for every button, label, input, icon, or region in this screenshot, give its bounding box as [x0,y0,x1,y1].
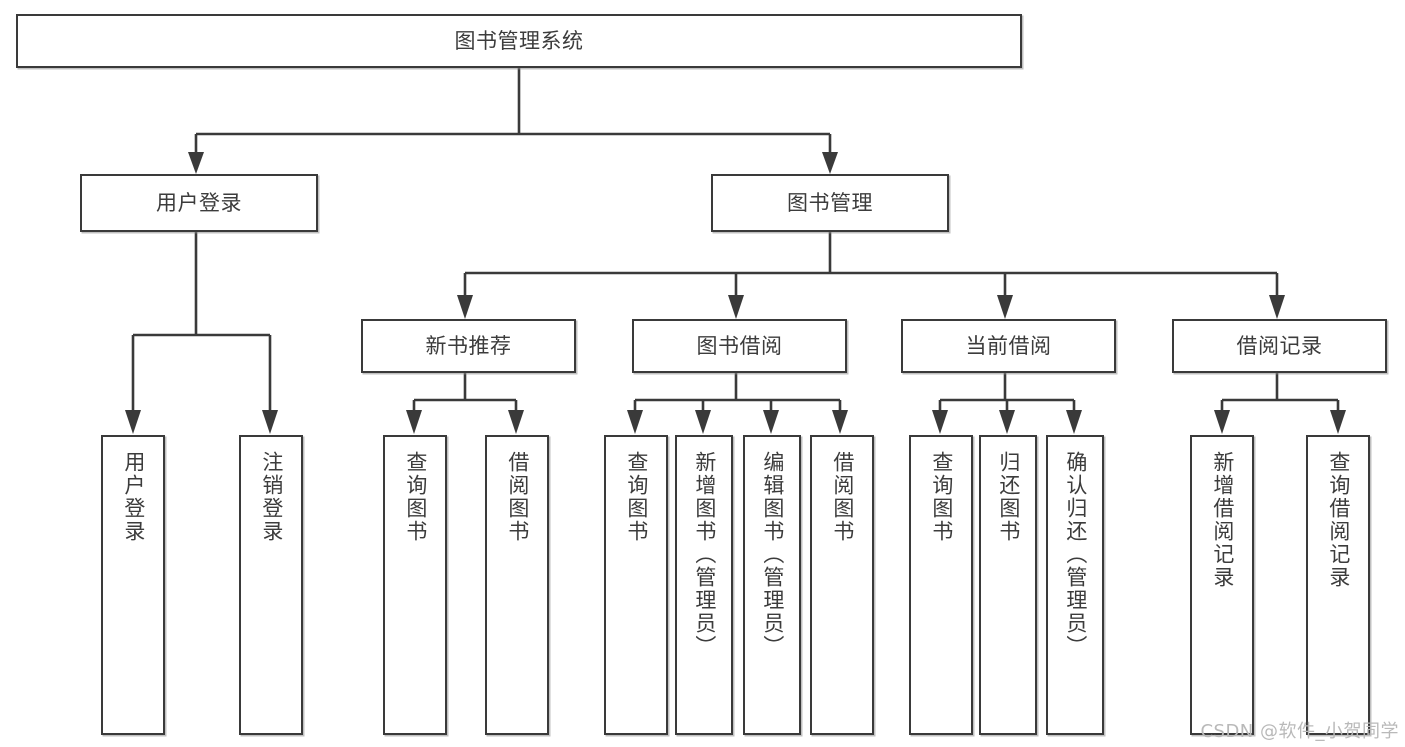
leaf-current-borrow-confirm[interactable]: 确认归还（管理员） [1046,435,1104,735]
leaf-borrow-record-add[interactable]: 新增借阅记录 [1190,435,1254,735]
arrow-bookborrow-child4 [832,410,848,434]
leaf-book-borrow-edit[interactable]: 编辑图书（管理员） [743,435,801,735]
arrow-borrowrecord-child2 [1330,410,1346,434]
arrow-bookmgmt-child4 [1269,295,1285,319]
leaf-user-login-login[interactable]: 用户登录 [101,435,165,735]
arrow-currentborrow-child1 [932,410,948,434]
leaf-label: 确认归还（管理员） [1063,451,1088,658]
arrow-bookmgmt-child1 [457,295,473,319]
arrow-newbook-child1 [406,410,422,434]
arrow-bookborrow-child1 [627,410,643,434]
arrow-borrowrecord-child1 [1214,410,1230,434]
leaf-label: 查询图书 [624,451,649,543]
leaf-user-login-logout[interactable]: 注销登录 [239,435,303,735]
leaf-new-book-query[interactable]: 查询图书 [383,435,447,735]
leaf-label: 归还图书 [996,451,1021,543]
arrow-userlogin-child2 [262,410,278,434]
leaf-current-borrow-return[interactable]: 归还图书 [979,435,1037,735]
leaf-label: 编辑图书（管理员） [760,451,785,658]
node-root[interactable]: 图书管理系统 [16,14,1022,68]
leaf-new-book-borrow[interactable]: 借阅图书 [485,435,549,735]
arrow-userlogin-child1 [125,410,141,434]
node-book-management-label: 图书管理 [787,190,873,215]
arrow-currentborrow-child3 [1066,410,1082,434]
node-current-borrow-label: 当前借阅 [965,333,1052,358]
node-root-label: 图书管理系统 [454,28,584,53]
leaf-book-borrow-borrow[interactable]: 借阅图书 [810,435,874,735]
node-borrow-record-label: 借阅记录 [1236,333,1323,358]
leaf-label: 新增借阅记录 [1210,451,1235,589]
node-user-login[interactable]: 用户登录 [80,174,318,232]
arrow-newbook-child2 [508,410,524,434]
leaf-current-borrow-query[interactable]: 查询图书 [909,435,973,735]
node-book-borrow[interactable]: 图书借阅 [632,319,847,373]
node-user-login-label: 用户登录 [156,190,242,215]
leaf-label: 用户登录 [121,451,146,543]
arrow-bookmgmt-child2 [728,295,744,319]
leaf-label: 借阅图书 [830,451,855,543]
arrow-root-to-userlogin [188,152,204,174]
node-borrow-record[interactable]: 借阅记录 [1172,319,1387,373]
arrow-bookborrow-child3 [763,410,779,434]
leaf-label: 查询图书 [403,451,428,543]
node-book-management[interactable]: 图书管理 [711,174,949,232]
leaf-label: 借阅图书 [505,451,530,543]
node-book-borrow-label: 图书借阅 [696,333,783,358]
leaf-book-borrow-add[interactable]: 新增图书（管理员） [675,435,733,735]
arrow-bookmgmt-child3 [997,295,1013,319]
arrow-currentborrow-child2 [999,410,1015,434]
leaf-label: 查询借阅记录 [1326,451,1351,589]
leaf-label: 查询图书 [929,451,954,543]
node-current-borrow[interactable]: 当前借阅 [901,319,1116,373]
arrow-root-to-bookmgmt [822,152,838,174]
arrow-bookborrow-child2 [695,410,711,434]
watermark: CSDN @软件_小贺同学 [1200,721,1399,742]
node-new-book-recommend[interactable]: 新书推荐 [361,319,576,373]
node-new-book-recommend-label: 新书推荐 [425,333,512,358]
leaf-label: 新增图书（管理员） [692,451,717,658]
leaf-book-borrow-query[interactable]: 查询图书 [604,435,668,735]
leaf-label: 注销登录 [259,451,284,543]
leaf-borrow-record-query[interactable]: 查询借阅记录 [1306,435,1370,735]
